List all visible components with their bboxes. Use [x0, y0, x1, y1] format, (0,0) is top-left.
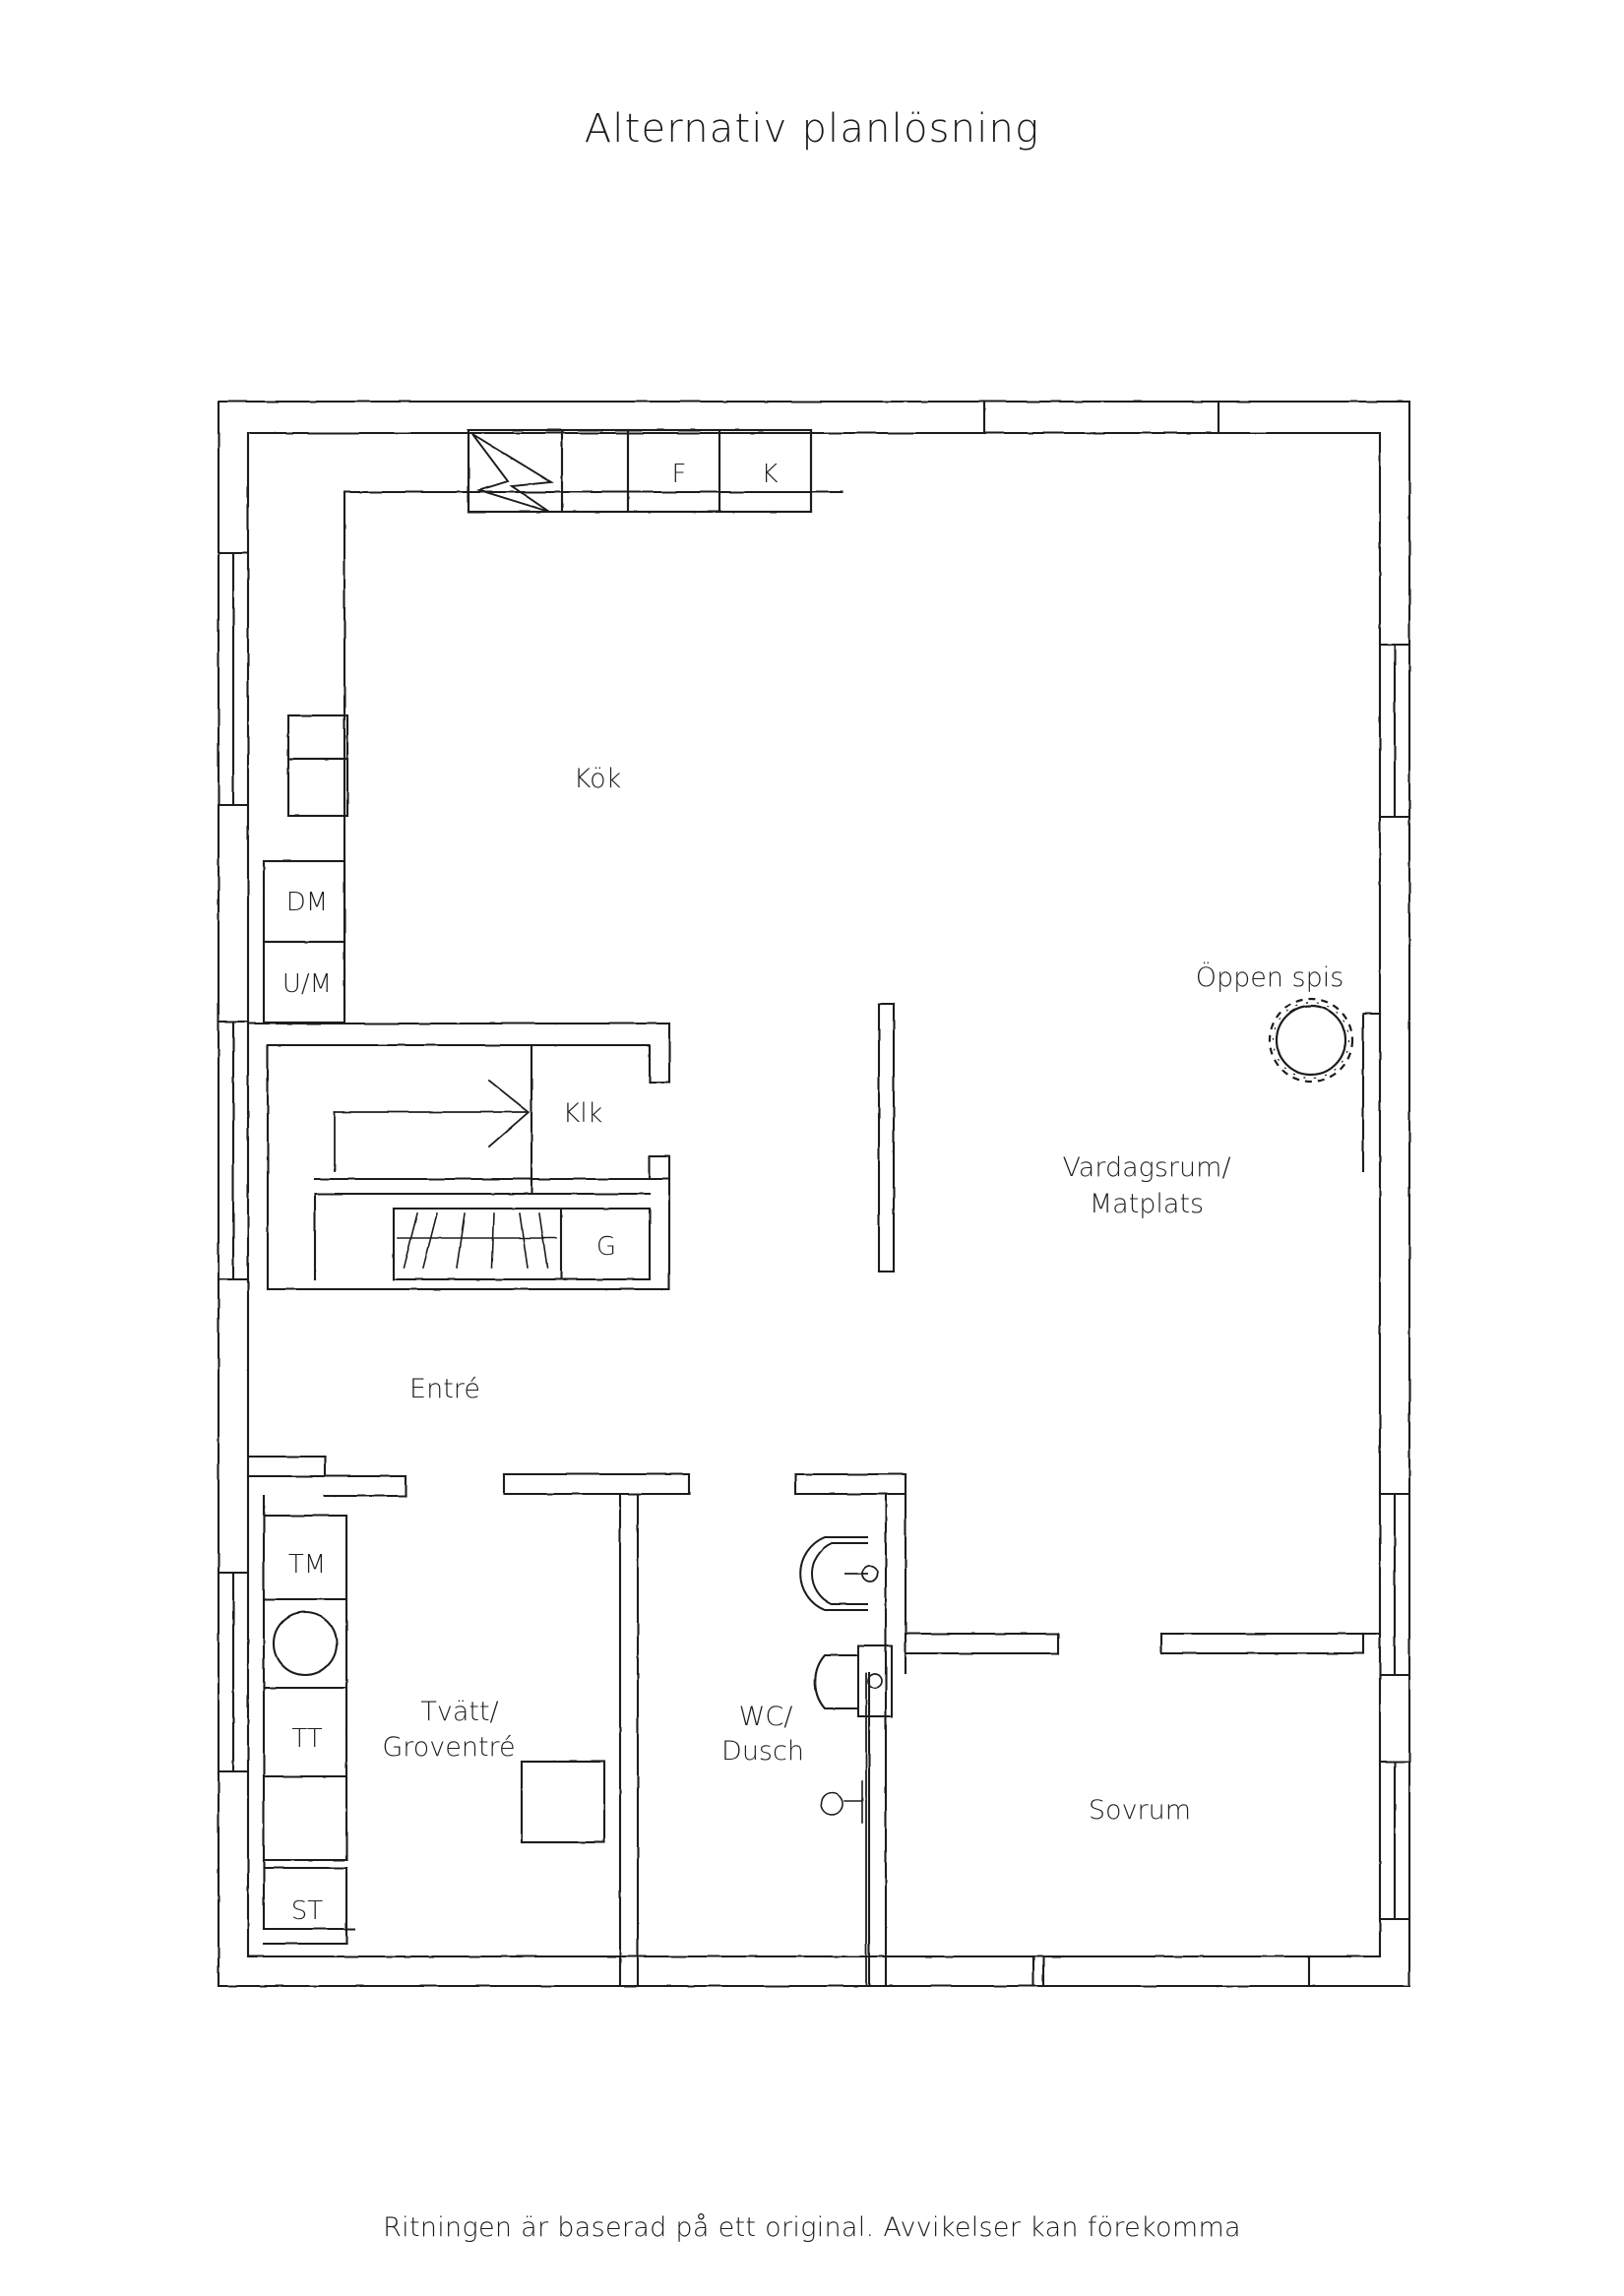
room-label-kok: Kök	[574, 764, 622, 794]
lower-partition-walls	[246, 1455, 1382, 1988]
fixture-label-fireplace: Öppen spis	[1196, 962, 1344, 993]
fixture-label-tumble-dryer: TT	[291, 1724, 322, 1754]
double-sink-icon	[286, 714, 349, 818]
fireplace-icon	[1268, 997, 1354, 1084]
closet-partition-walls	[246, 1022, 671, 1291]
room-label-entre: Entré	[409, 1374, 480, 1404]
exterior-wall-outline	[217, 400, 1411, 1988]
footer-note: Ritningen är baserad på ett original. Av…	[383, 2212, 1241, 2243]
door-handle-icon	[820, 1780, 863, 1824]
page-title: Alternativ planlösning	[584, 106, 1040, 152]
lightning-bolt-icon	[471, 433, 554, 513]
fixture-label-fridge: K	[761, 460, 778, 489]
fridge-box	[718, 428, 813, 514]
room-label-wc-line2: Dusch	[721, 1736, 804, 1767]
wash-basin-icon	[799, 1536, 879, 1611]
hanging-rail-icon	[397, 1212, 557, 1269]
room-label-tvatt-line2: Groventré	[382, 1732, 515, 1763]
entry-direction-arrow-icon	[334, 1079, 531, 1172]
room-label-sovrum: Sovrum	[1089, 1795, 1191, 1826]
fireplace-wall-recess	[1361, 1012, 1382, 1173]
room-label-tvatt-line1: Tvätt/	[420, 1697, 498, 1727]
kitchen-partition-wall	[343, 490, 843, 1016]
bench-box	[520, 1760, 606, 1844]
fixture-label-wardrobe: G	[596, 1232, 616, 1262]
counter-box	[560, 428, 630, 514]
room-label-wc-line1: WC/	[739, 1702, 793, 1732]
room-label-vardagsrum-line1: Vardagsrum/	[1062, 1152, 1230, 1183]
windows-group	[217, 400, 1411, 1988]
toilet-icon	[814, 1644, 893, 1717]
fixture-label-oven-microwave: U/M	[282, 969, 332, 999]
round-sink-icon	[272, 1610, 339, 1677]
fixture-label-freezer: F	[672, 460, 687, 489]
room-label-vardagsrum-line2: Matplats	[1090, 1189, 1204, 1219]
stove-hood-box	[467, 428, 564, 514]
room-label-klk: Klk	[563, 1098, 603, 1129]
fixture-label-washing-machine: TM	[288, 1550, 326, 1580]
fixture-label-dishwasher: DM	[286, 888, 328, 917]
living-room-partition	[877, 1002, 896, 1273]
kitchen-appliance-run	[467, 428, 813, 514]
fixture-label-storage-cabinet: ST	[291, 1896, 324, 1926]
